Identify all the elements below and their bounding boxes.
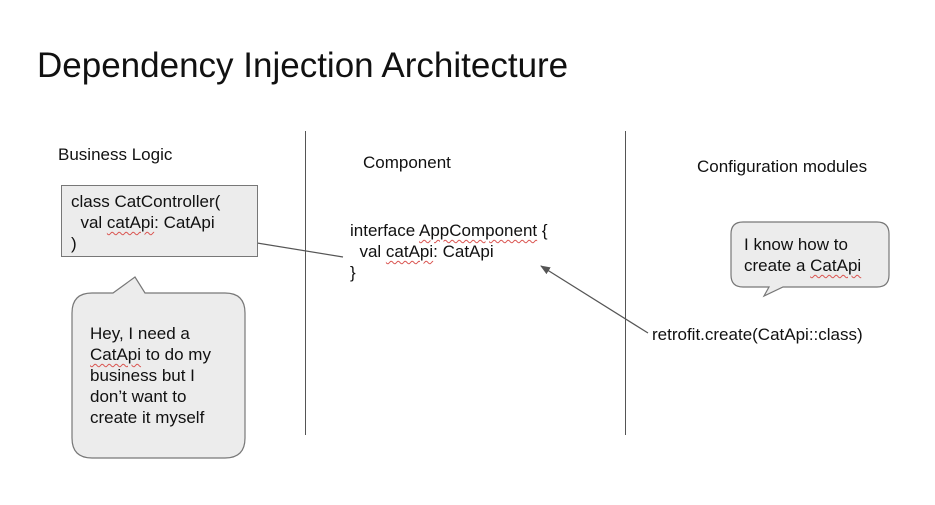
column-divider-right [625, 131, 626, 435]
bubble-text: create a [744, 256, 811, 275]
configuration-modules-heading: Configuration modules [697, 157, 868, 176]
config-bubble-line-2: create a CatApi [744, 255, 861, 276]
app-component-line-3: } [350, 263, 356, 282]
code-text: interface [350, 221, 419, 240]
business-logic-heading: Business Logic [58, 145, 173, 164]
retrofit-create-code: retrofit.create(CatApi::class) [652, 325, 863, 344]
code-text: val [350, 242, 386, 261]
business-bubble-line-1: Hey, I need a [90, 324, 190, 343]
arrow-config-to-component [540, 265, 649, 334]
config-speech-bubble [730, 221, 890, 298]
arrow-component-to-business [244, 238, 344, 258]
business-speech-bubble [71, 276, 246, 459]
code-text-misspelled: AppComponent [419, 221, 538, 240]
bubble-text-misspelled: CatApi [810, 256, 862, 275]
code-text: : CatApi [433, 242, 494, 261]
cat-controller-line-1: class CatController( [71, 192, 221, 211]
cat-controller-line-2: val catApi: CatApi [71, 212, 257, 233]
code-text-misspelled: catApi [385, 242, 434, 261]
business-bubble-text: Hey, I need a CatApi to do my business b… [90, 323, 211, 428]
bubble-text-misspelled: CatApi [90, 345, 142, 364]
cat-controller-code-box: class CatController( val catApi: CatApi … [61, 185, 258, 257]
code-text: val [71, 213, 107, 232]
app-component-line-1: interface AppComponent { [350, 220, 548, 241]
code-text: : CatApi [154, 213, 215, 232]
bubble-text: to do my [141, 345, 211, 364]
business-bubble-line-3: business but I [90, 366, 195, 385]
business-bubble-line-5: create it myself [90, 408, 205, 427]
code-text-misspelled: catApi [106, 213, 155, 232]
config-bubble-line-1: I know how to [744, 235, 848, 254]
config-bubble-text: I know how to create a CatApi [744, 234, 861, 276]
component-heading: Component [363, 153, 451, 172]
business-bubble-line-4: don’t want to [90, 387, 187, 406]
business-bubble-line-2: CatApi to do my [90, 344, 211, 365]
cat-controller-line-3: ) [71, 234, 77, 253]
code-text: { [537, 221, 548, 240]
app-component-code: interface AppComponent { val catApi: Cat… [350, 220, 548, 283]
app-component-line-2: val catApi: CatApi [350, 241, 548, 262]
column-divider-left [305, 131, 306, 435]
slide-title: Dependency Injection Architecture [37, 46, 569, 85]
